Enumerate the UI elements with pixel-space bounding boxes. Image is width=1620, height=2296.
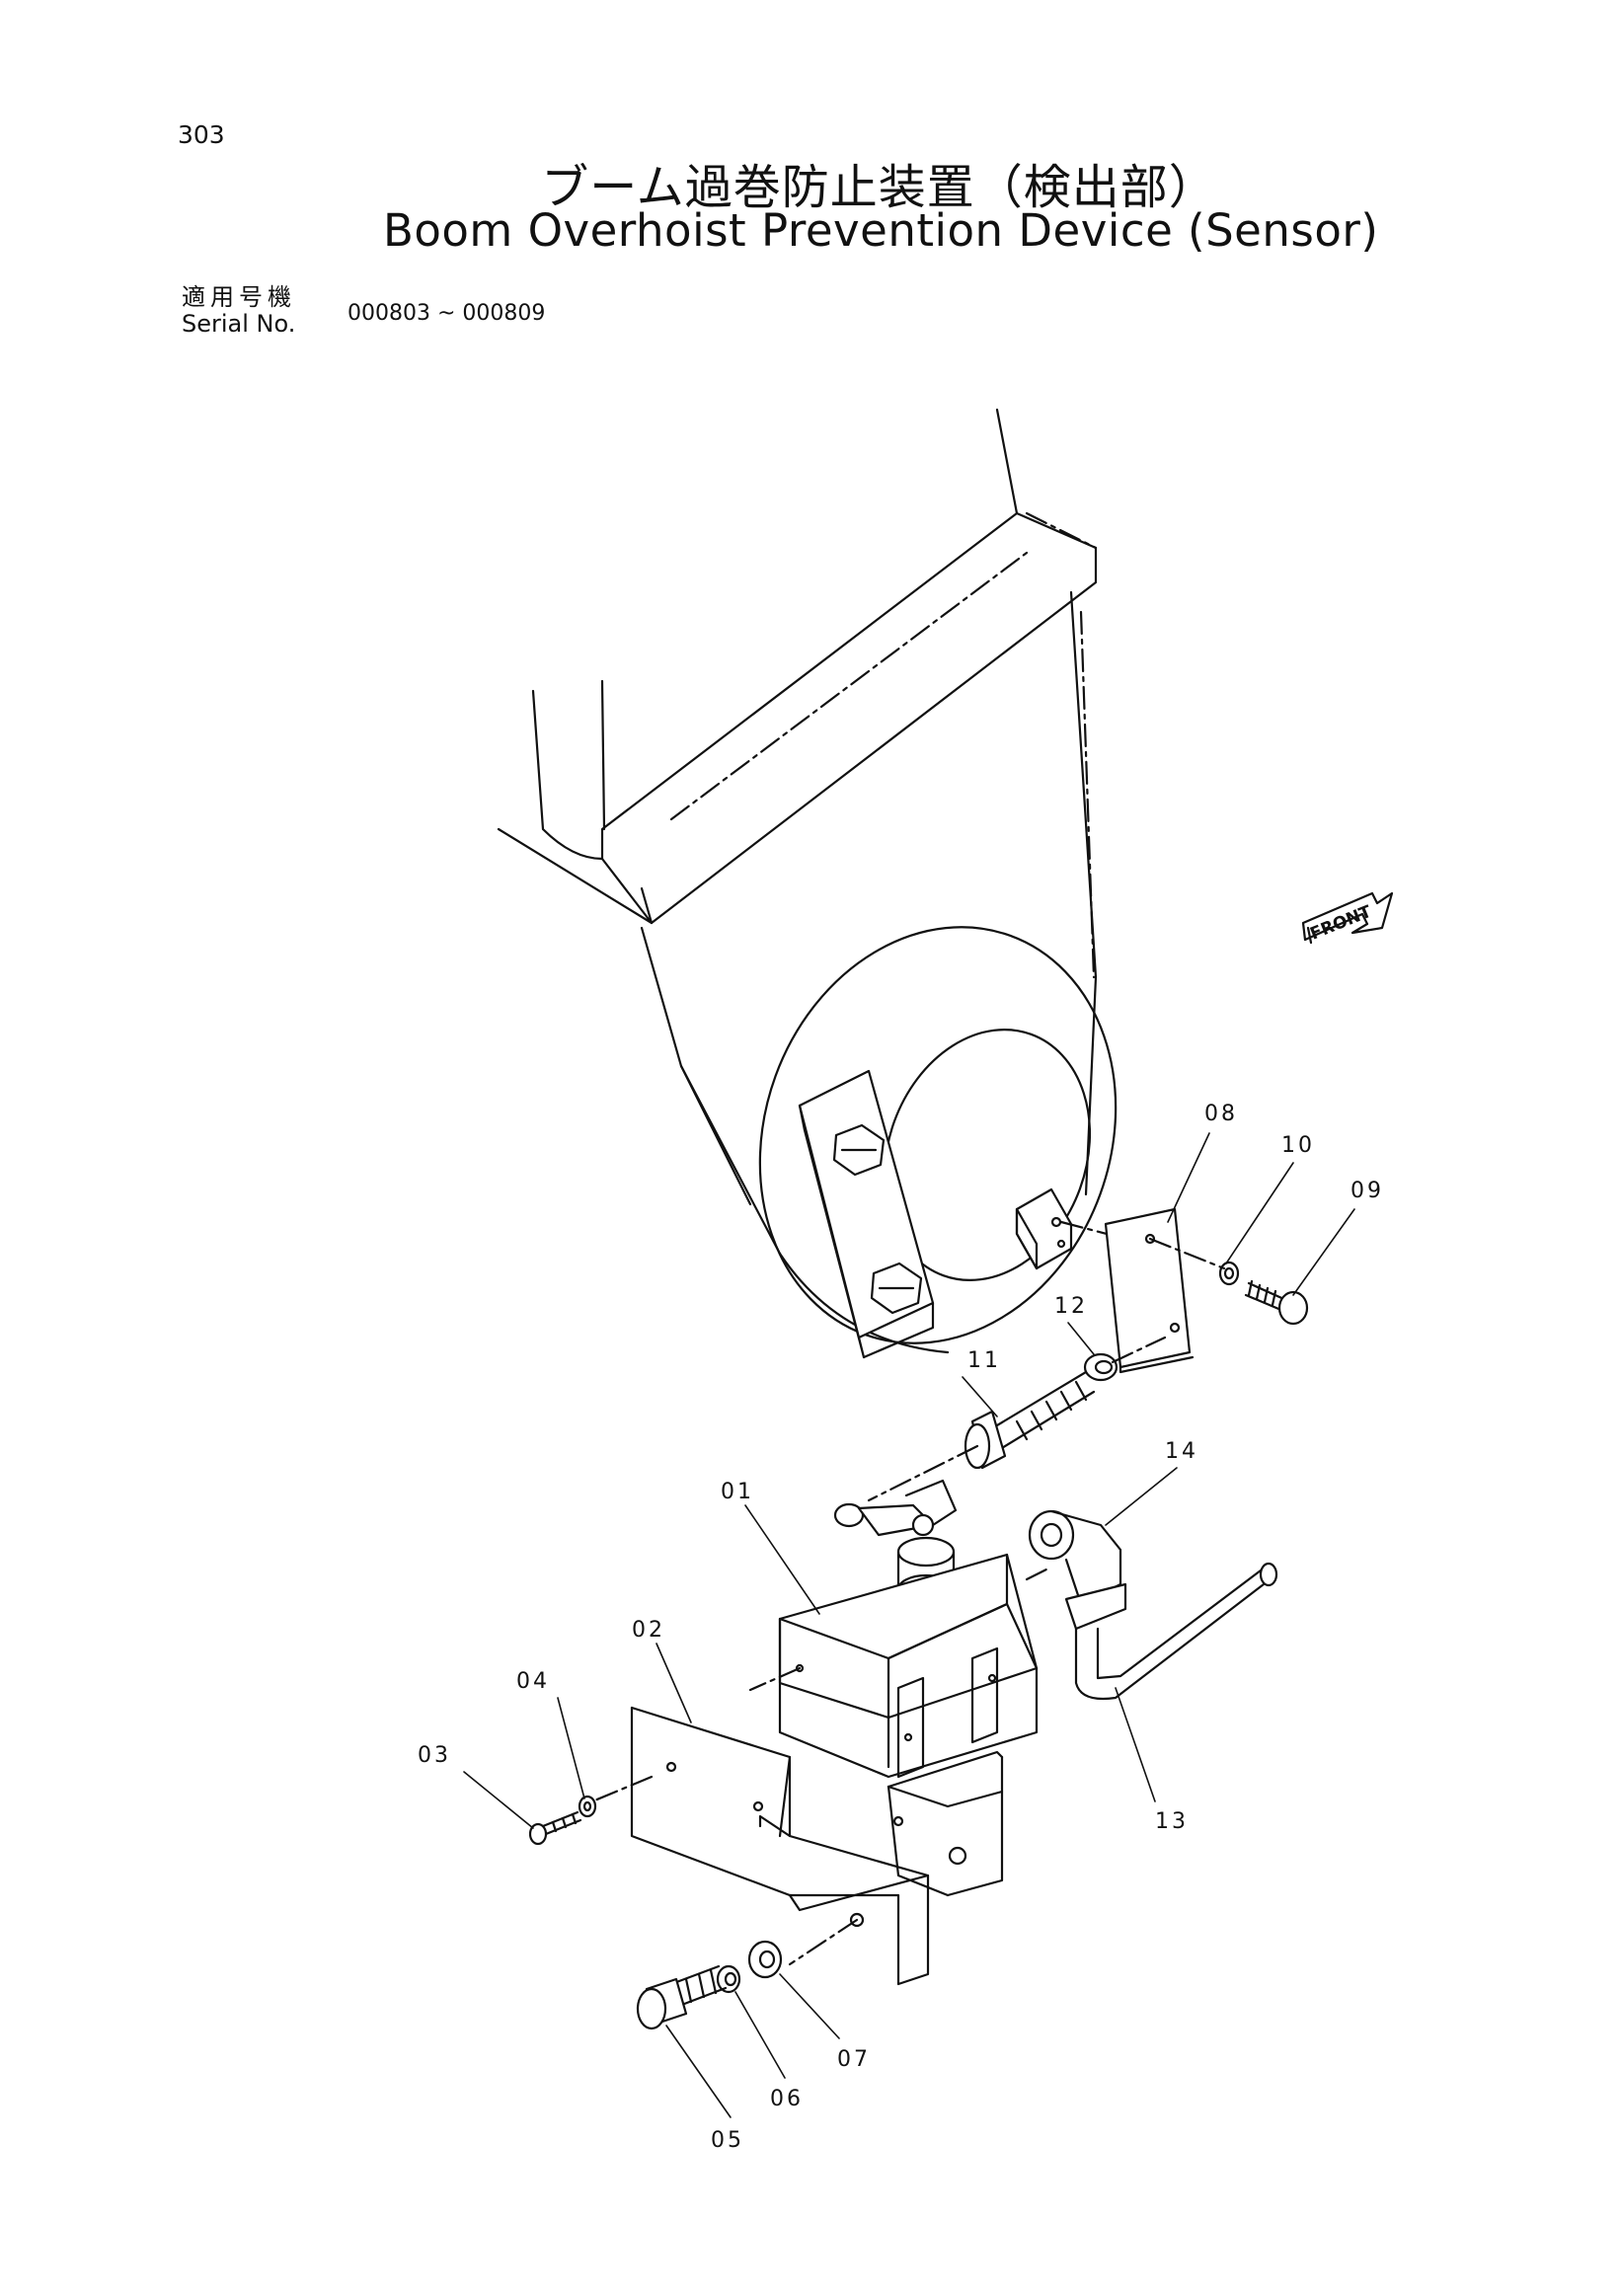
part-04-washer — [578, 1795, 597, 1818]
boom-arm — [497, 408, 1098, 1256]
sensor-mount-block — [1015, 1187, 1127, 1270]
callout-09: 09 — [1350, 1179, 1384, 1203]
part-06-washer — [716, 1964, 741, 1994]
leader-lines — [463, 1132, 1355, 2118]
part-11-bolt — [867, 1370, 1096, 1502]
callout-07: 07 — [837, 2047, 871, 2072]
part-10-washer — [1218, 1261, 1240, 1286]
callout-01: 01 — [721, 1480, 754, 1504]
page-title-jp: ブーム過巻防止装置（検出部） — [541, 160, 1217, 215]
part-01-limit-switch — [748, 1479, 1048, 1779]
serial-label-en: Serial No. — [182, 310, 296, 338]
callout-11: 11 — [967, 1348, 1001, 1373]
part-03-screw — [528, 1810, 582, 1846]
serial-range: 000803 ~ 000809 — [347, 301, 546, 326]
part-07-washer — [747, 1940, 783, 1979]
serial-label-jp: 適用号機 — [182, 283, 296, 311]
callout-12: 12 — [1054, 1294, 1088, 1319]
page-title-en: Boom Overhoist Prevention Device (Sensor… — [383, 204, 1379, 257]
part-05-bolt — [636, 1964, 728, 2030]
part-14-elbow — [1028, 1509, 1127, 1631]
callout-05: 05 — [711, 2128, 744, 2153]
front-arrow-icon — [1301, 891, 1394, 945]
part-08-bracket — [1104, 1207, 1226, 1374]
callout-03: 03 — [418, 1743, 451, 1768]
serial-label: 適用号機 Serial No. — [182, 283, 296, 337]
callout-04: 04 — [516, 1669, 550, 1694]
page-number: 303 — [178, 120, 225, 149]
part-13-cable — [1074, 1562, 1278, 1701]
part-12-nut — [1083, 1336, 1167, 1382]
part-09-bolt — [1244, 1279, 1309, 1326]
callout-labels: 01 02 03 04 05 06 07 08 09 10 11 12 13 1… — [418, 1102, 1384, 2153]
callout-06: 06 — [770, 2087, 804, 2111]
pin-retainer-plate — [798, 1069, 935, 1359]
switch-mount-block — [887, 1750, 1004, 1897]
callout-10: 10 — [1281, 1133, 1315, 1158]
callout-13: 13 — [1155, 1809, 1189, 1834]
boom-foot-pin — [758, 926, 1118, 1354]
callout-14: 14 — [1165, 1439, 1198, 1464]
part-02-bracket — [590, 1706, 930, 1986]
callout-02: 02 — [632, 1618, 665, 1643]
callout-08: 08 — [1204, 1102, 1238, 1126]
